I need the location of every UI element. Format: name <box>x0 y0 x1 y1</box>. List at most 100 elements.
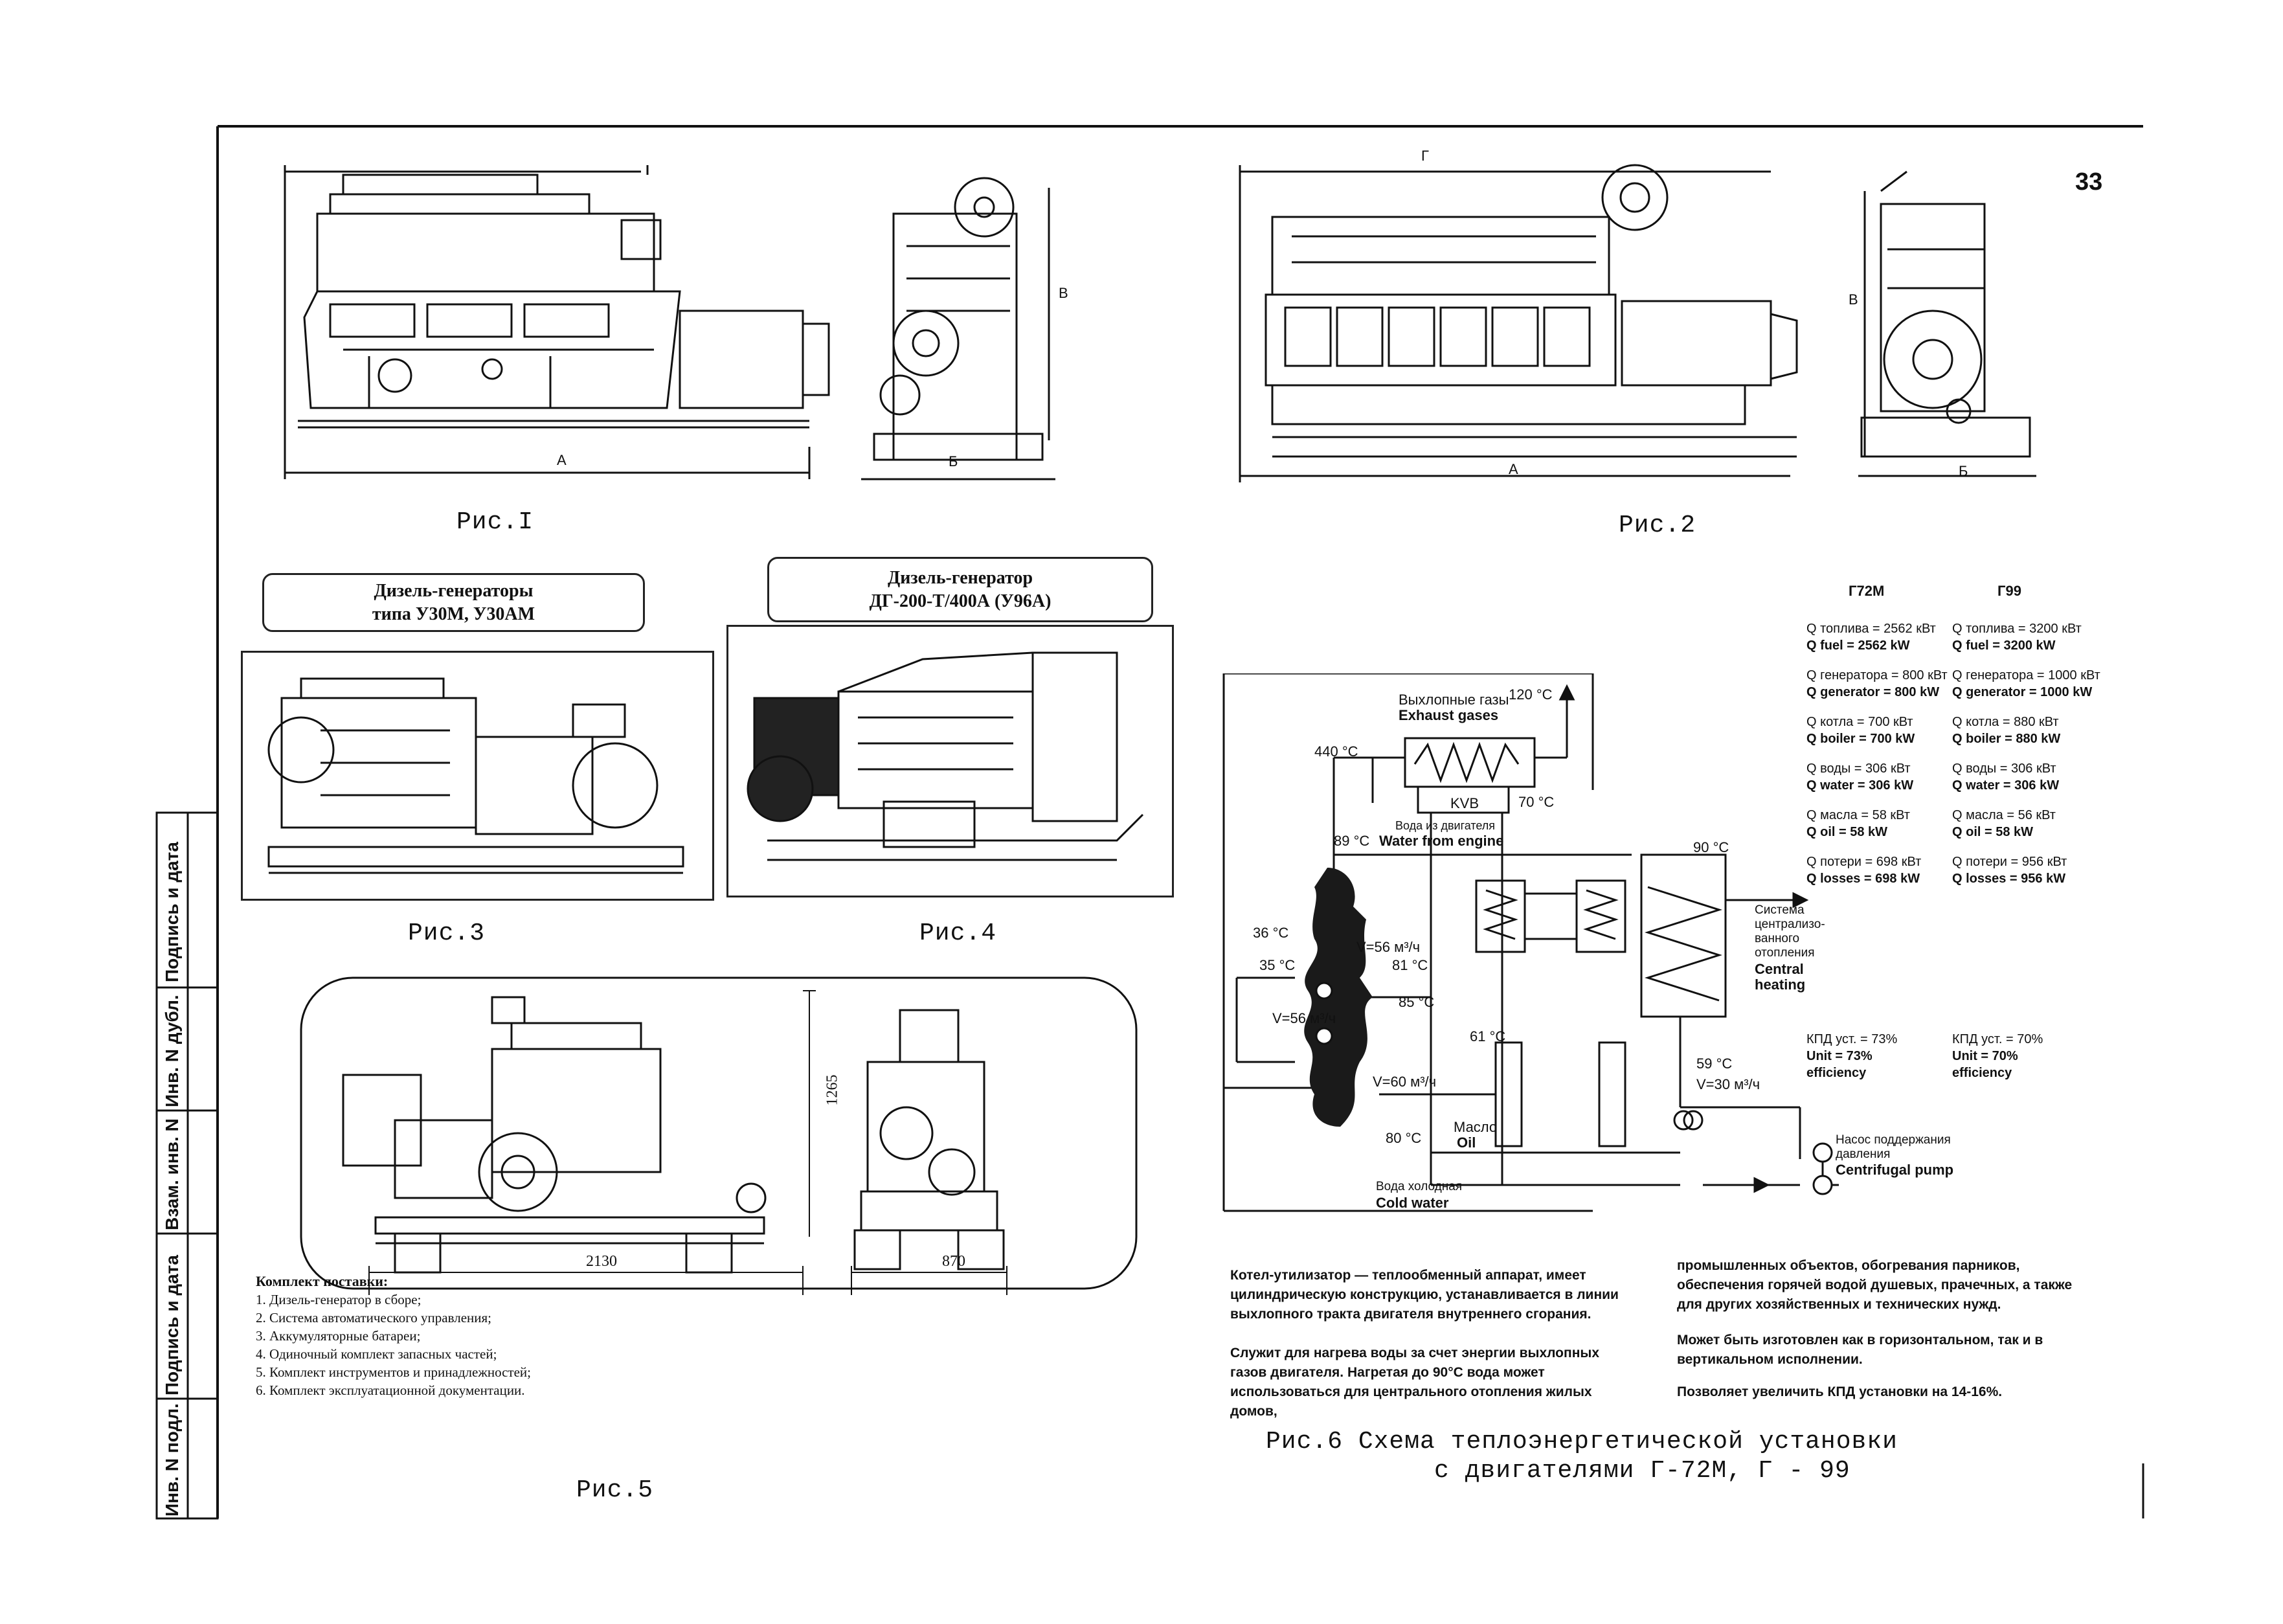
fig4-title-line1: Дизель-генератор <box>887 567 1033 588</box>
fig6-label-v56b: V=56 м³/ч <box>1272 1010 1336 1026</box>
fig4-caption: Рис.4 <box>919 919 997 947</box>
fig6-label-t59: 59 °C <box>1696 1055 1733 1072</box>
fig5-kit-item: 6. Комплект эксплуатационной документаци… <box>256 1382 525 1398</box>
sidebar-field-original-inventory: Инв. N подл. <box>162 1403 182 1517</box>
fig6-label-oil-ru: Масло <box>1454 1119 1498 1135</box>
fig1-dim-a: А <box>557 452 567 468</box>
fig2-drawing <box>1239 164 2036 482</box>
fig3-title-box: Дизель-генераторы типа У30М, У30АМ <box>262 573 645 632</box>
fig5-dim-width: 870 <box>942 1253 965 1270</box>
fig6-label-water-engine-ru: Вода из двигателя <box>1395 819 1496 832</box>
fig6-label-t440: 440 °C <box>1314 743 1358 760</box>
fig6-label-v56a: V=56 м³/ч <box>1356 939 1421 955</box>
fig6-caption-line1: Рис.6 Схема теплоэнергетической установк… <box>1266 1428 1898 1456</box>
fig6-label-central-ru-4: отопления <box>1755 946 1815 960</box>
fig6-label-t81: 81 °C <box>1392 957 1428 973</box>
fig6-scheme <box>1222 673 1839 1212</box>
fig6-label-v30: V=30 м³/ч <box>1696 1076 1760 1092</box>
fig6-label-t85: 85 °C <box>1399 994 1435 1010</box>
table-efficiency-a: КПД уст. = 73%Unit = 73%efficiency <box>1806 1032 1898 1080</box>
fig3-title-line1: Дизель-генераторы <box>374 580 534 601</box>
fig4-generator-image <box>747 651 1144 861</box>
fig6-label-t89: 89 °C <box>1334 833 1370 849</box>
fig2-caption: Рис.2 <box>1619 512 1696 539</box>
fig2-dim-a: А <box>1509 461 1518 477</box>
fig5-kit-item: 4. Одиночный комплект запасных частей; <box>256 1346 497 1362</box>
fig5-dim-height: 1265 <box>824 1074 841 1106</box>
fig1-caption: Рис.I <box>456 508 534 536</box>
fig6-caption-line2: с двигателями Г-72М, Г - 99 <box>1434 1457 1850 1485</box>
fig6-label-cold-en: Cold water <box>1376 1195 1449 1211</box>
description-right-p3: Позволяет увеличить КПД установки на 14-… <box>1677 1384 2003 1399</box>
fig2-dim-v: В <box>1849 291 1858 308</box>
description-left-p2: Служит для нагрева воды за счет энергии … <box>1230 1346 1599 1419</box>
fig6-label-central-ru-3: ванного <box>1755 932 1800 945</box>
fig6-label-pump-ru-2: давления <box>1836 1147 1891 1161</box>
fig6-label-t70: 70 °C <box>1518 794 1555 810</box>
fig5-kit-item: 2. Система автоматического управления; <box>256 1310 492 1325</box>
fig6-label-v60: V=60 м³/ч <box>1373 1074 1437 1090</box>
sidebar-field-replace-inventory: Взам. инв. N <box>162 1118 182 1230</box>
sidebar-field-signature-date-2: Подпись и дата <box>162 1255 182 1395</box>
fig2-dim-g: Г <box>1421 148 1429 164</box>
fig1-dim-b: Б <box>949 453 958 469</box>
fig6-label-t120: 120 °C <box>1509 686 1553 703</box>
fig6-label-water-engine-en: Water from engine <box>1379 833 1504 849</box>
fig3-generator-image <box>267 677 684 874</box>
fig6-label-kvb: KVB <box>1450 795 1479 811</box>
fig4-title-box: Дизель-генератор ДГ-200-Т/400А (У96А) <box>767 557 1153 622</box>
table-efficiency-b: КПД уст. = 70%Unit = 70%efficiency <box>1952 1032 2043 1080</box>
fig6-label-pump-ru-1: Насос поддержания <box>1836 1133 1951 1147</box>
page-number: 33 <box>2075 168 2103 196</box>
fig4-title-line2: ДГ-200-Т/400А (У96А) <box>869 591 1052 611</box>
fig5-kit-item: 3. Аккумуляторные батареи; <box>256 1328 421 1344</box>
fig3-caption: Рис.3 <box>408 919 486 947</box>
fig5-kit-item: 1. Дизель-генератор в сборе; <box>256 1292 422 1307</box>
sidebar-field-signature-date-1: Подпись и дата <box>162 842 182 982</box>
fig6-label-central-en-2: heating <box>1755 976 1806 993</box>
fig6-label-oil-en: Oil <box>1457 1134 1476 1151</box>
sidebar-field-dup-inventory: Инв. N дубл. <box>162 995 182 1107</box>
table-col1-header: Г72М <box>1849 583 1885 599</box>
fig5-caption: Рис.5 <box>576 1476 654 1504</box>
description-left-p1: Котел-утилизатор — теплообменный аппарат… <box>1230 1268 1619 1322</box>
fig2-dim-b: Б <box>1959 463 1968 479</box>
description-right-p1: промышленных объектов, обогревания парни… <box>1677 1258 2073 1312</box>
fig6-label-t80: 80 °C <box>1386 1130 1422 1146</box>
fig1-dim-v: В <box>1059 285 1068 301</box>
fig3-title-line2: типа У30М, У30АМ <box>372 603 535 624</box>
fig5-kit-title: Комплект поставки: <box>256 1273 388 1289</box>
fig6-label-t90: 90 °C <box>1693 839 1729 855</box>
fig5-kit-item: 5. Комплект инструментов и принадлежност… <box>256 1364 532 1380</box>
fig6-label-exhaust-ru: Выхлопные газы <box>1399 692 1509 708</box>
fig1-drawing <box>284 165 1055 480</box>
fig6-label-t35: 35 °C <box>1259 957 1296 973</box>
fig5-drawing <box>300 976 1138 1295</box>
fig3-photo <box>241 651 714 901</box>
fig5-dim-length: 2130 <box>586 1253 617 1270</box>
fig6-label-exhaust-en: Exhaust gases <box>1399 707 1499 723</box>
table-col2-header: Г99 <box>1997 583 2021 599</box>
fig6-label-central-ru-2: централизо- <box>1755 918 1825 931</box>
fig6-label-t61: 61 °C <box>1470 1028 1506 1044</box>
fig6-label-pump-en: Centrifugal pump <box>1836 1162 1954 1178</box>
fig6-label-cold-ru: Вода холодная <box>1376 1180 1463 1193</box>
fig4-photo <box>726 625 1174 897</box>
fig6-label-t36: 36 °C <box>1253 925 1289 941</box>
fig6-label-central-ru-1: Система <box>1755 903 1805 917</box>
fig6-label-central-en-1: Central <box>1755 961 1804 977</box>
description-right-p2: Может быть изготовлен как в горизонтальн… <box>1677 1333 2043 1367</box>
